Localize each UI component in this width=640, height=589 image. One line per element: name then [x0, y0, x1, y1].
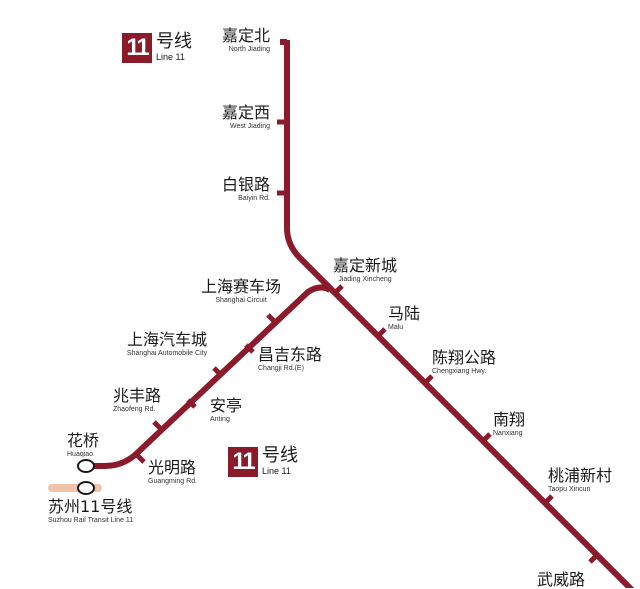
line-number-badge: 11 — [122, 33, 152, 63]
station-tick — [423, 374, 434, 385]
station-malu[interactable]: 马陆 Malu — [388, 304, 421, 332]
station-tick — [152, 420, 163, 431]
line-11-main-trunk — [284, 40, 635, 588]
line-11-huaqiao-branch — [86, 284, 332, 469]
station-shanghai-circuit[interactable]: 上海赛车场 Shanghai Circuit — [200, 277, 281, 305]
station-anting[interactable]: 安亭 Anting — [210, 396, 243, 424]
station-north-jiading[interactable]: 嘉定北 North Jiading — [221, 26, 270, 54]
station-chengxiang-hwy[interactable]: 陈翔公路 Chengxiang Hwy. — [432, 348, 497, 376]
station-tick — [186, 398, 197, 409]
station-tick — [212, 366, 223, 377]
line-name-en: Line 11 — [262, 466, 291, 476]
station-nanxiang[interactable]: 南翔 Nanxiang — [493, 410, 526, 438]
station-guangming-rd[interactable]: 光明路 Guangming Rd. — [148, 458, 198, 486]
line-11-legend-top: 11 号线 Line 11 — [122, 33, 192, 63]
station-zhaofeng-rd[interactable]: 兆丰路 Zhaofeng Rd. — [113, 386, 162, 414]
station-west-jiading[interactable]: 嘉定西 West Jiading — [221, 103, 270, 131]
station-tick — [543, 494, 554, 505]
line-name-cn: 号线 — [262, 445, 298, 466]
station-tick — [481, 432, 492, 443]
station-jiading-xincheng[interactable]: 嘉定新城 Jiading Xincheng — [332, 256, 397, 284]
station-tick — [376, 327, 387, 338]
station-shanghai-automobile-city[interactable]: 上海汽车城 Shanghai Automobile City — [126, 330, 208, 358]
station-changji-rd-e[interactable]: 昌吉东路 Changji Rd.(E) — [258, 345, 323, 373]
station-taopu-xincun[interactable]: 桃浦新村 Taopu Xincun — [548, 466, 613, 494]
line-name-cn: 号线 — [156, 31, 192, 52]
station-tick — [244, 343, 255, 354]
suzhou-interchange-icon — [77, 481, 95, 495]
line-name-en: Line 11 — [156, 52, 185, 62]
station-baiyin-rd[interactable]: 白银路 Baiyin Rd. — [221, 175, 270, 203]
line-11-legend-mid: 11 号线 Line 11 — [228, 447, 298, 477]
station-huaqiao[interactable]: 花桥 Huaqiao — [67, 431, 100, 459]
station-wuwei-rd[interactable]: 武威路 — [537, 570, 586, 589]
line-number-badge: 11 — [228, 447, 258, 477]
station-tick — [266, 313, 277, 324]
suzhou-line-11-label: 苏州11号线 Suzhou Rail Transit Line 11 — [48, 497, 134, 525]
huaqiao-interchange-icon — [77, 459, 95, 473]
station-tick — [588, 553, 599, 564]
station-tick — [135, 453, 146, 464]
station-tick — [333, 284, 344, 295]
